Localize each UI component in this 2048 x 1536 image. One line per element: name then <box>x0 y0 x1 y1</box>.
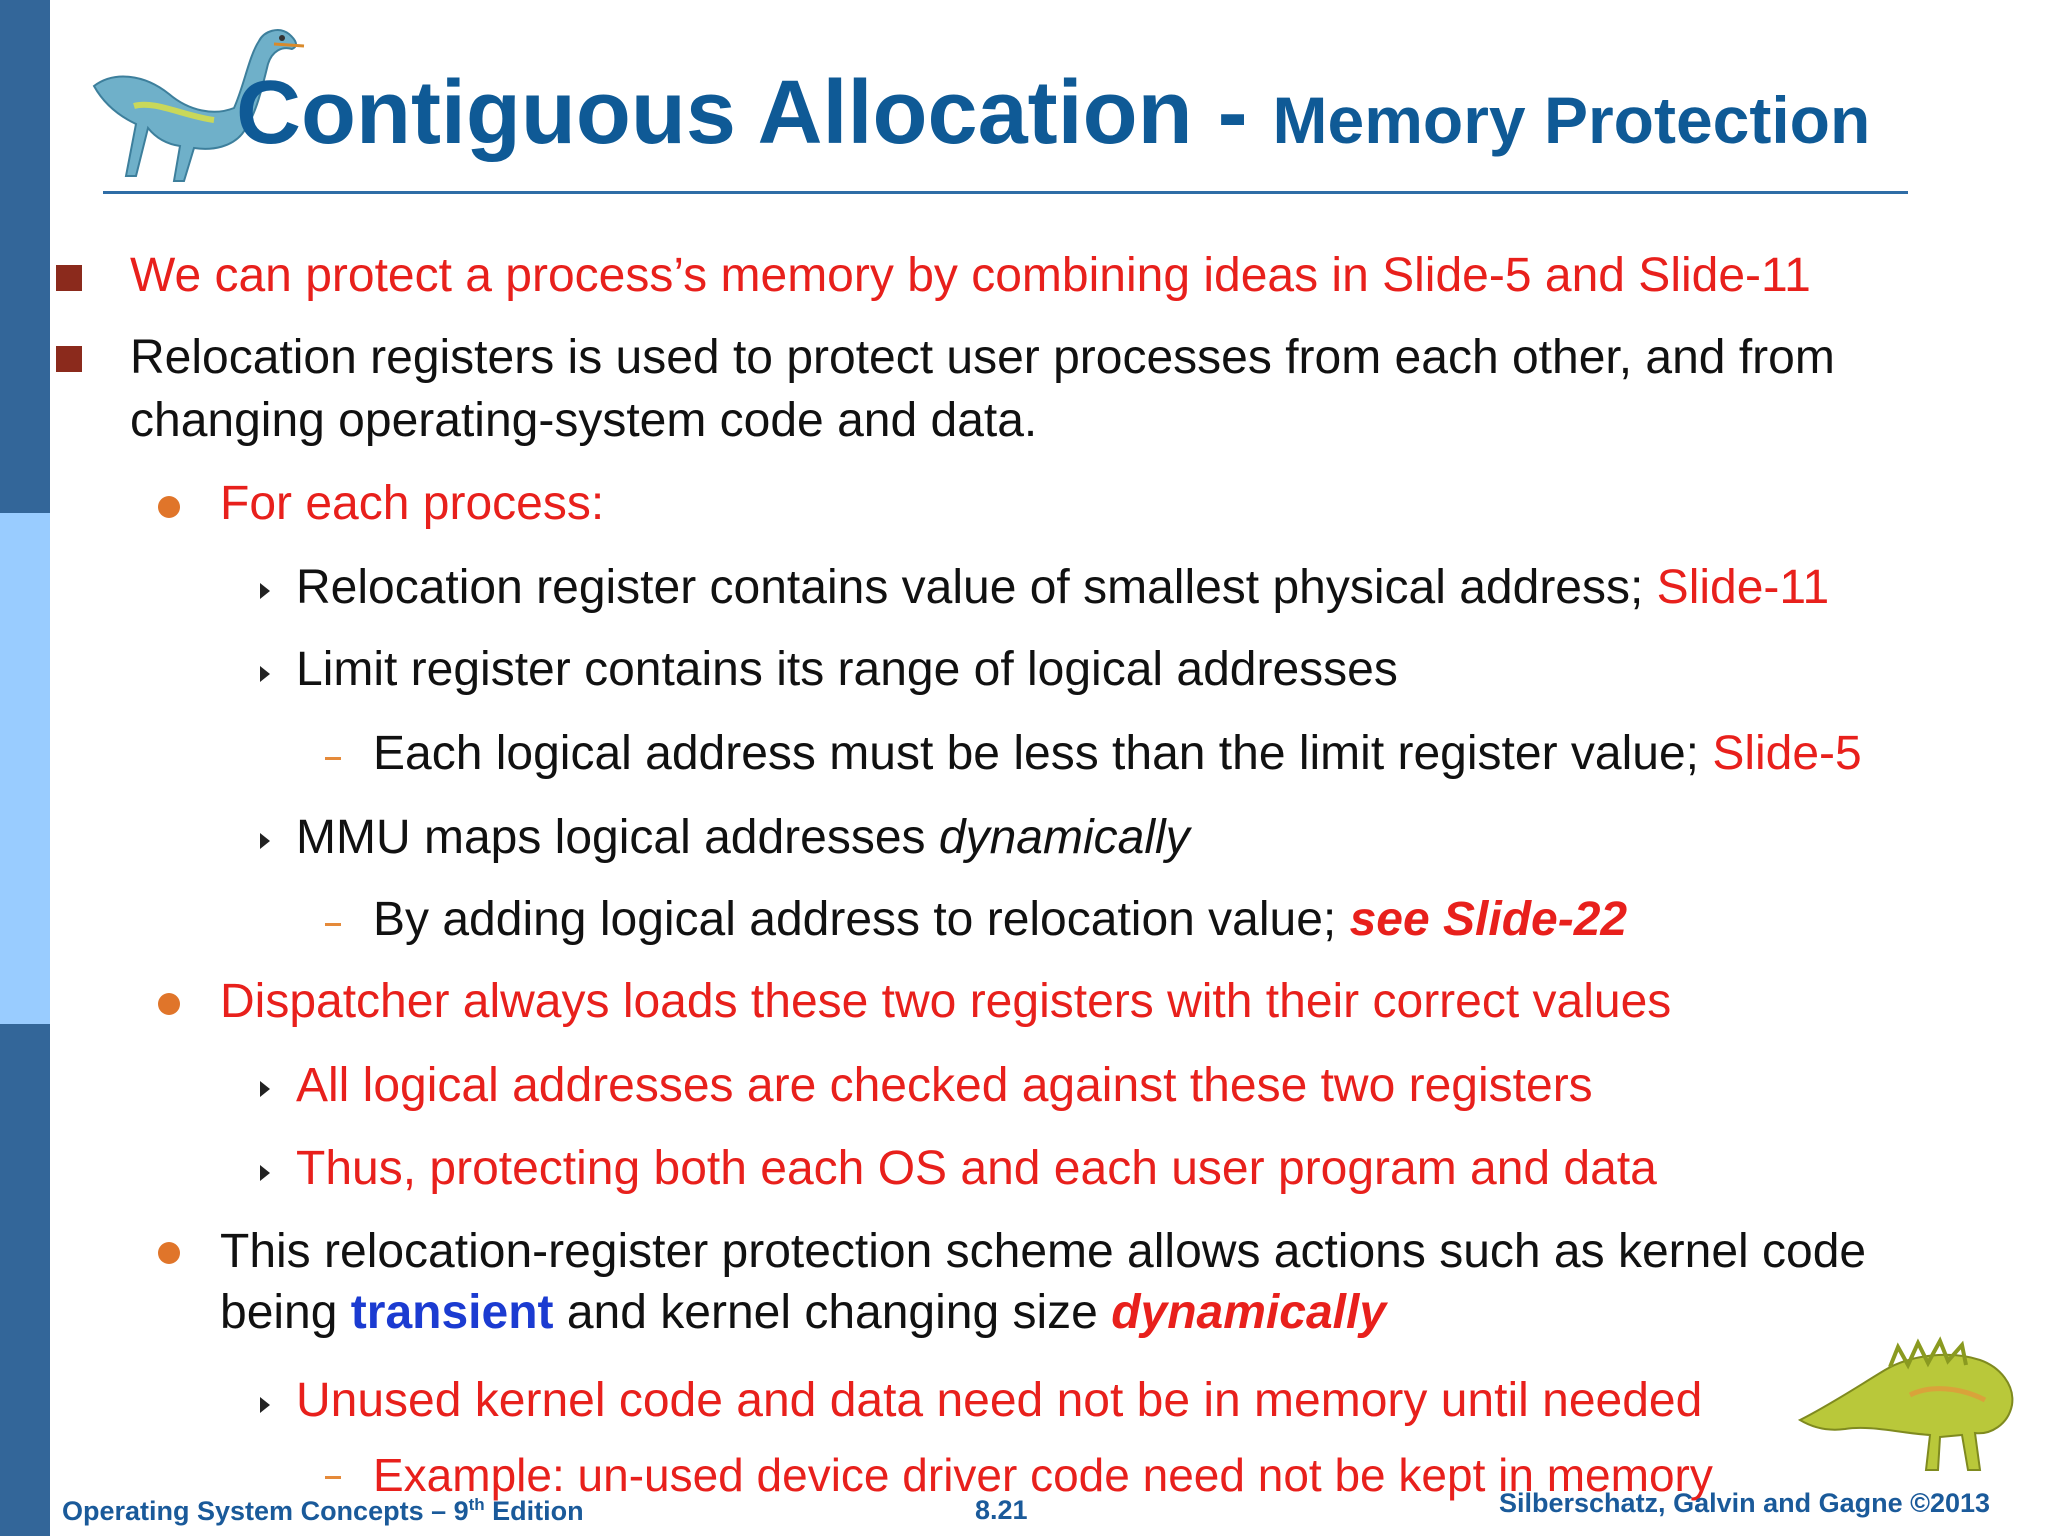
dinosaur-icon <box>1797 1336 2014 1471</box>
round-bullet-icon <box>158 993 180 1015</box>
bullet-by-adding: By adding logical address to relocation … <box>373 892 1627 947</box>
page-title: Contiguous Allocation - Memory Protectio… <box>236 62 1870 165</box>
square-bullet-icon <box>56 265 82 291</box>
title-main: Contiguous Allocation <box>236 63 1193 163</box>
emphasis-dynamically: dynamically <box>1111 1286 1387 1339</box>
bullet-text: Each logical address must be less than t… <box>373 727 1713 780</box>
title-divider <box>103 191 1908 194</box>
triangle-bullet-icon <box>260 1165 270 1181</box>
slide-sidebar <box>0 0 50 1536</box>
bullet-combining-ideas: We can protect a process’s memory by com… <box>130 249 1811 302</box>
bullet-text: MMU maps logical addresses <box>296 811 939 864</box>
bullet-text: Relocation register contains value of sm… <box>296 561 1657 614</box>
bullet-relocation-registers-line1: Relocation registers is used to protect … <box>130 331 1835 384</box>
footer-page-number: 8.21 <box>975 1495 1028 1525</box>
title-separator: - <box>1192 63 1273 163</box>
emphasis-transient: transient <box>350 1286 554 1339</box>
bullet-text: being <box>220 1286 351 1339</box>
dinosaur-icon <box>92 29 305 182</box>
bullet-for-each-process: For each process: <box>220 477 605 530</box>
bullet-example: Example: un-used device driver code need… <box>373 1449 1713 1501</box>
triangle-bullet-icon <box>260 833 270 849</box>
dash-bullet-icon <box>325 757 341 760</box>
round-bullet-icon <box>158 496 180 518</box>
triangle-bullet-icon <box>260 583 270 599</box>
slide-reference: Slide-11 <box>1656 561 1830 614</box>
triangle-bullet-icon <box>260 1397 270 1413</box>
bullet-relocation-registers-line2: changing operating-system code and data. <box>130 394 1038 447</box>
footer-copyright: Silberschatz, Galvin and Gagne ©2013 <box>1499 1488 1991 1518</box>
sidebar-middle-segment <box>0 513 50 1024</box>
sidebar-top-segment <box>0 0 50 513</box>
dash-bullet-icon <box>325 923 341 926</box>
bullet-text: By adding logical address to relocation … <box>373 893 1350 946</box>
bullet-each-logical-address: Each logical address must be less than t… <box>373 726 1862 781</box>
bullet-text: and kernel changing size <box>553 1286 1112 1339</box>
bullet-unused-kernel-code: Unused kernel code and data need not be … <box>296 1374 1703 1427</box>
slide-reference: see Slide-22 <box>1349 893 1628 946</box>
footer-book-title-text: Operating System Concepts – 9 <box>62 1496 469 1526</box>
bullet-all-logical-addresses: All logical addresses are checked agains… <box>296 1059 1593 1112</box>
bullet-protection-scheme-line1: This relocation-register protection sche… <box>220 1225 1867 1278</box>
emphasis-italic: dynamically <box>938 811 1190 864</box>
square-bullet-icon <box>56 346 82 372</box>
triangle-bullet-icon <box>260 666 270 682</box>
bullet-dispatcher: Dispatcher always loads these two regist… <box>220 975 1672 1028</box>
bullet-mmu-maps: MMU maps logical addresses dynamically <box>296 810 1190 865</box>
footer-book-title: Operating System Concepts – 9th Edition <box>62 1495 584 1527</box>
bullet-thus-protecting: Thus, protecting both each OS and each u… <box>296 1142 1657 1195</box>
slide-reference: Slide-5 <box>1712 727 1862 780</box>
footer-edition-superscript: th <box>468 1495 485 1514</box>
dash-bullet-icon <box>325 1476 341 1479</box>
bullet-protection-scheme-line2: being transient and kernel changing size… <box>220 1285 1386 1340</box>
triangle-bullet-icon <box>260 1081 270 1097</box>
title-subtitle: Memory Protection <box>1272 83 1871 157</box>
round-bullet-icon <box>158 1242 180 1264</box>
bullet-relocation-register-contains: Relocation register contains value of sm… <box>296 560 1829 615</box>
bullet-limit-register: Limit register contains its range of log… <box>296 643 1398 696</box>
footer-edition-text: Edition <box>484 1496 584 1526</box>
sidebar-bottom-segment <box>0 1024 50 1536</box>
